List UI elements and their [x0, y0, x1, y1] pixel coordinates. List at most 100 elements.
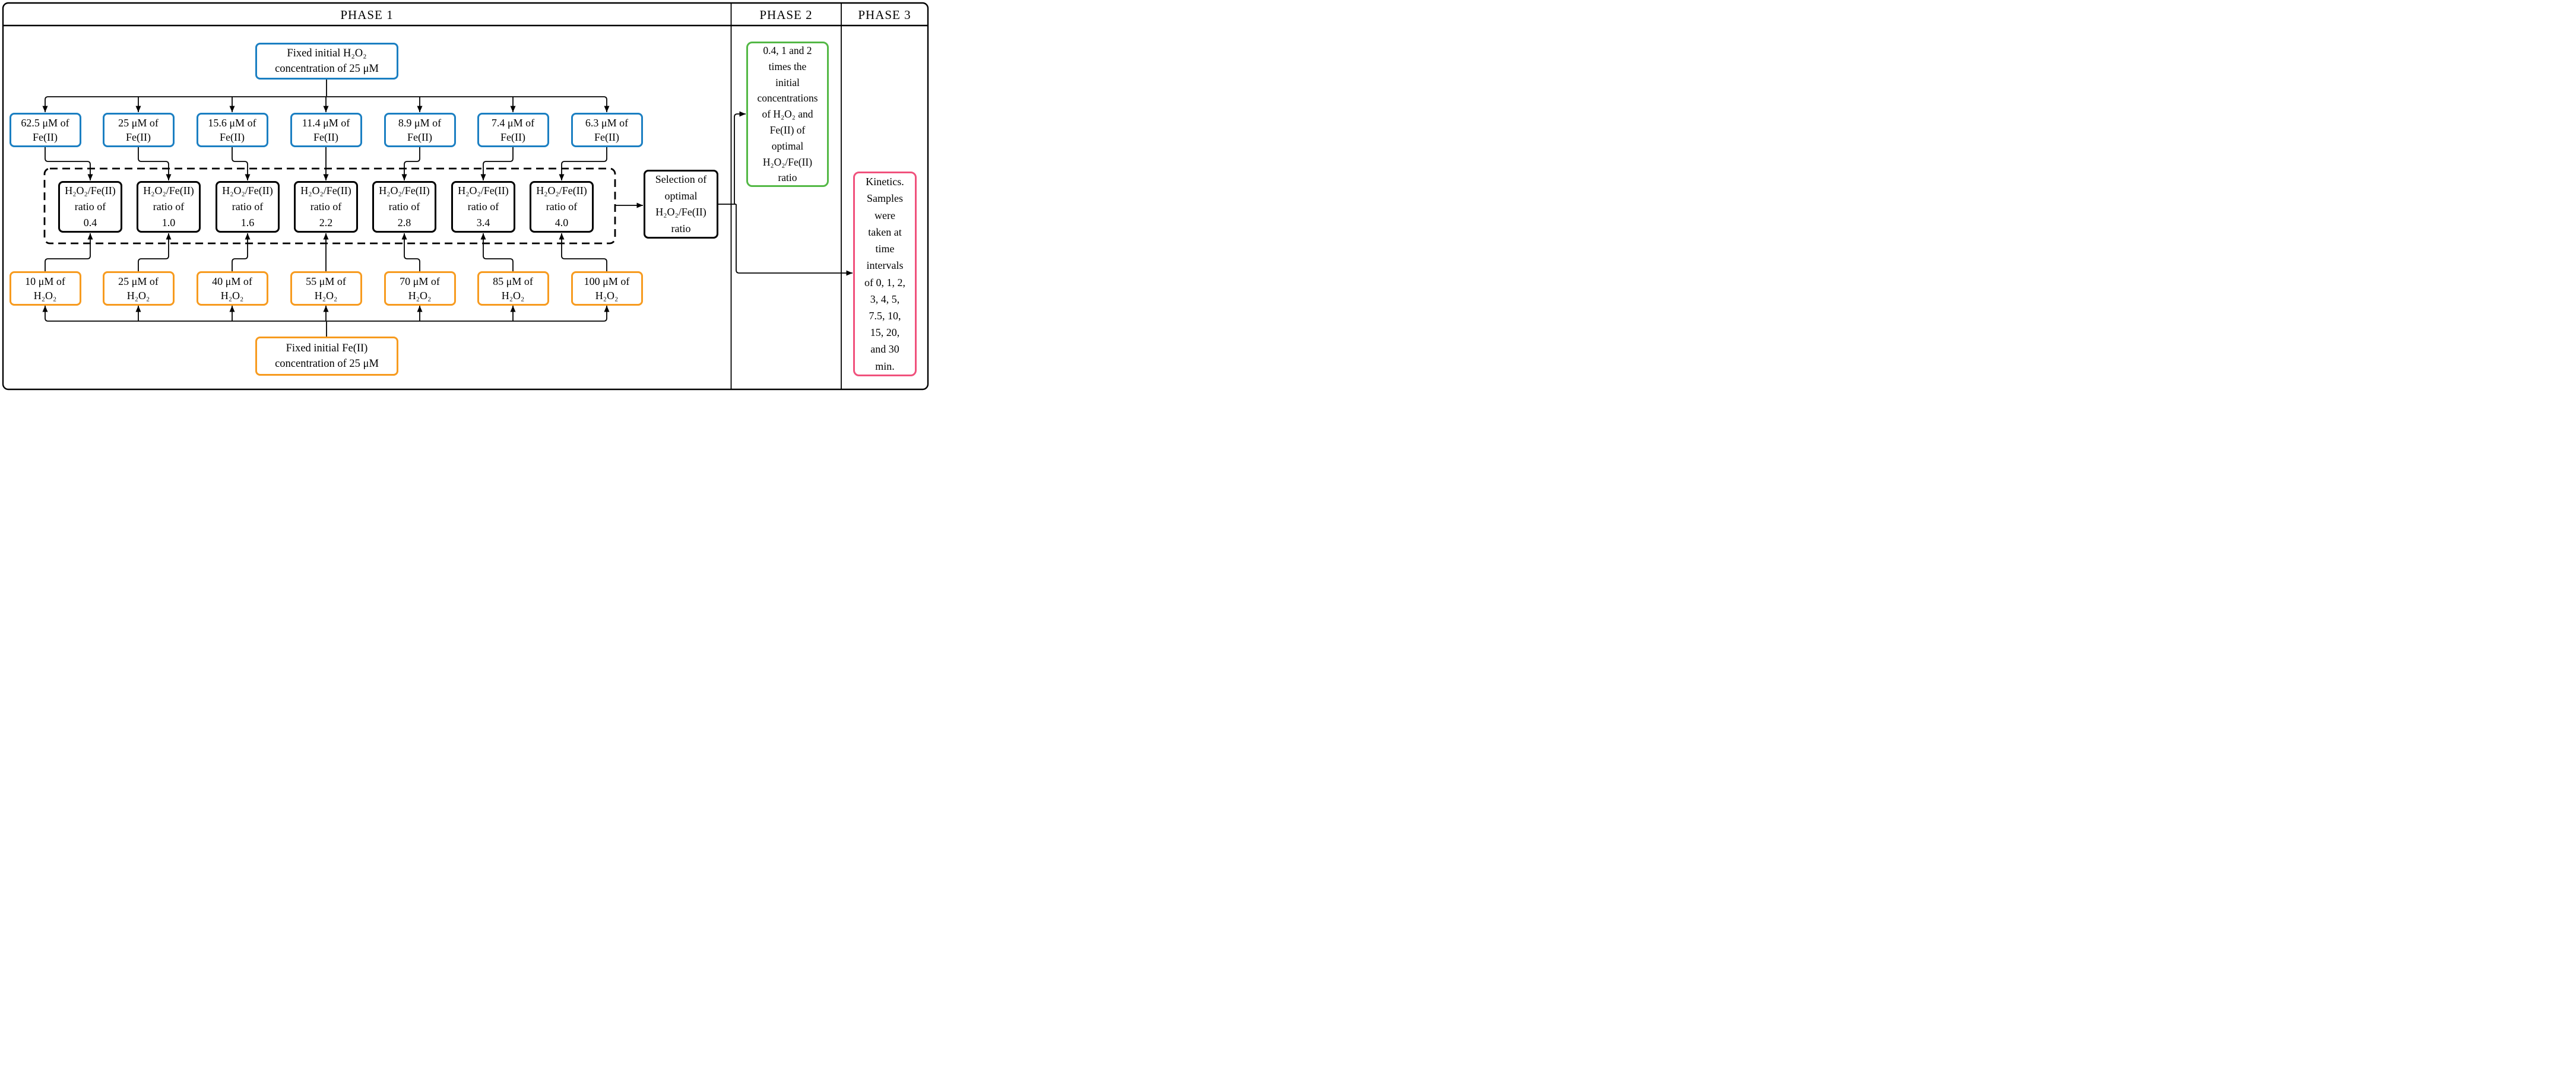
connector-h2o2-ratio-7: [559, 233, 607, 271]
ratio-box-7-line2: ratio of: [546, 201, 578, 212]
connector-fe-ratio-7: [559, 147, 607, 180]
fe-box-7-species: Fe(II): [594, 131, 619, 143]
fe-box-4-species: Fe(II): [313, 131, 338, 143]
phase2-concentrations-box: 0.4, 1 and 2 times the initial concentra…: [746, 42, 829, 187]
h2o2-box-7-species: H₂O₂: [595, 290, 619, 302]
ratio-box-2-line1: H₂O₂/Fe(II): [143, 185, 194, 196]
fe-box-1-species: Fe(II): [33, 131, 58, 143]
phase3-kinetics-box: Kinetics. Samples were taken at time int…: [853, 172, 917, 376]
fe-box-4-amount: 11.4 μM of: [302, 117, 350, 129]
ratio-box-4: H₂O₂/Fe(II) ratio of 2.2: [294, 181, 358, 233]
h2o2-box-6: 85 μM of H₂O₂: [477, 271, 549, 306]
ratio-box-6: H₂O₂/Fe(II) ratio of 3.4: [451, 181, 515, 233]
ratio-box-4-line2: ratio of: [310, 201, 342, 212]
connector-h2o2-ratio-5: [401, 233, 420, 271]
ratio-box-4-line1: H₂O₂/Fe(II): [300, 185, 351, 196]
h2o2-box-6-amount: 85 μM of: [493, 275, 533, 287]
h2o2-box-3-species: H₂O₂: [220, 290, 244, 302]
h2o2-box-4-amount: 55 μM of: [306, 275, 346, 287]
ratio-box-5-line1: H₂O₂/Fe(II): [379, 185, 430, 196]
fe-box-2-species: Fe(II): [126, 131, 151, 143]
connector-fe-ratio-1: [45, 147, 93, 180]
phase1-title: PHASE 1: [340, 7, 394, 22]
h2o2-box-1-species: H₂O₂: [33, 290, 57, 302]
ratio-box-6-value: 3.4: [476, 217, 490, 229]
connector-selection-phase3: [736, 204, 853, 276]
fe-box-2-amount: 25 μM of: [118, 117, 159, 129]
ratio-box-3-line1: H₂O₂/Fe(II): [222, 185, 273, 196]
phase2-title: PHASE 2: [759, 7, 813, 22]
fixed-h2o2-box: Fixed initial H₂O₂ concentration of 25 μ…: [255, 43, 398, 80]
ratio-box-1-line2: ratio of: [74, 201, 106, 212]
h2o2-box-2-species: H₂O₂: [126, 290, 150, 302]
figure-frame: [2, 2, 929, 391]
ratio-box-2-value: 1.0: [161, 217, 176, 229]
ratio-box-6-line1: H₂O₂/Fe(II): [458, 185, 509, 196]
fixed-fe-box: Fixed initial Fe(II) concentration of 25…: [255, 337, 398, 376]
h2o2-box-3-amount: 40 μM of: [212, 275, 252, 287]
h2o2-box-1-amount: 10 μM of: [25, 275, 65, 287]
fe-box-5: 8.9 μM of Fe(II): [384, 113, 456, 147]
h2o2-box-2: 25 μM of H₂O₂: [102, 271, 175, 306]
h2o2-box-2-amount: 25 μM of: [118, 275, 159, 287]
h2o2-box-3: 40 μM of H₂O₂: [196, 271, 268, 306]
connector-bottom-stub-1: [42, 306, 49, 322]
fe-box-2: 25 μM of Fe(II): [102, 113, 175, 147]
connector-h2o2-ratio-1: [45, 233, 93, 271]
fe-box-1-amount: 62.5 μM of: [21, 117, 69, 129]
fe-box-6-amount: 7.4 μM of: [491, 117, 535, 129]
fe-box-6: 7.4 μM of Fe(II): [477, 113, 549, 147]
h2o2-box-7-amount: 100 μM of: [584, 275, 630, 287]
ratio-box-6-line2: ratio of: [467, 201, 499, 212]
connector-top-drop-7: [603, 96, 610, 112]
ratio-box-3-value: 1.6: [240, 217, 255, 229]
ratio-box-5: H₂O₂/Fe(II) ratio of 2.8: [372, 181, 436, 233]
ratio-box-5-value: 2.8: [397, 217, 411, 229]
fe-box-3-species: Fe(II): [220, 131, 245, 143]
fe-box-4: 11.4 μM of Fe(II): [290, 113, 362, 147]
connector-h2o2-ratio-6: [480, 233, 514, 271]
ratio-box-3-line2: ratio of: [232, 201, 264, 212]
h2o2-box-5-amount: 70 μM of: [400, 275, 440, 287]
fenton-experiment-flowchart: PHASE 1 PHASE 2 PHASE 3 Fixed initial H₂…: [0, 0, 931, 392]
connector-fe-ratio-3: [232, 147, 251, 180]
connector-bottom-stub-7: [603, 306, 610, 322]
h2o2-box-4-species: H₂O₂: [314, 290, 338, 302]
fe-box-7-amount: 6.3 μM of: [585, 117, 629, 129]
connector-h2o2-ratio-2: [138, 233, 172, 271]
connector-fe-ratio-5: [401, 147, 420, 180]
h2o2-box-4: 55 μM of H₂O₂: [290, 271, 362, 306]
connector-fe-ratio-2: [138, 147, 172, 180]
fe-box-6-species: Fe(II): [500, 131, 525, 143]
connector-layer: [2, 2, 929, 391]
fe-box-1: 62.5 μM of Fe(II): [9, 113, 81, 147]
connector-top-drop-1: [42, 96, 49, 112]
fe-box-3: 15.6 μM of Fe(II): [196, 113, 268, 147]
connector-fe-ratio-6: [480, 147, 514, 180]
h2o2-box-6-species: H₂O₂: [501, 290, 525, 302]
ratio-box-2-line2: ratio of: [153, 201, 185, 212]
phase3-title: PHASE 3: [858, 7, 911, 22]
fe-box-5-species: Fe(II): [407, 131, 432, 143]
fe-box-3-amount: 15.6 μM of: [208, 117, 256, 129]
outer-border: [2, 2, 929, 391]
fe-box-7: 6.3 μM of Fe(II): [571, 113, 643, 147]
h2o2-box-1: 10 μM of H₂O₂: [9, 271, 81, 306]
h2o2-box-5: 70 μM of H₂O₂: [384, 271, 456, 306]
ratio-box-4-value: 2.2: [319, 217, 333, 229]
ratio-box-1: H₂O₂/Fe(II) ratio of 0.4: [58, 181, 122, 233]
fe-box-5-amount: 8.9 μM of: [398, 117, 442, 129]
ratio-box-7-line1: H₂O₂/Fe(II): [536, 185, 587, 196]
connector-h2o2-ratio-3: [232, 233, 251, 271]
ratio-box-5-line2: ratio of: [388, 201, 420, 212]
ratio-box-1-value: 0.4: [83, 217, 97, 229]
ratio-box-7: H₂O₂/Fe(II) ratio of 4.0: [530, 181, 594, 233]
ratio-box-7-value: 4.0: [555, 217, 569, 229]
ratio-box-2: H₂O₂/Fe(II) ratio of 1.0: [137, 181, 201, 233]
h2o2-box-5-species: H₂O₂: [408, 290, 432, 302]
ratio-group-dashed-rect: [43, 167, 616, 245]
connectors: [42, 80, 853, 337]
selection-optimal-ratio-box: Selection of optimal H₂O₂/Fe(II) ratio: [644, 170, 718, 239]
h2o2-box-7: 100 μM of H₂O₂: [571, 271, 643, 306]
ratio-box-1-line1: H₂O₂/Fe(II): [65, 185, 116, 196]
